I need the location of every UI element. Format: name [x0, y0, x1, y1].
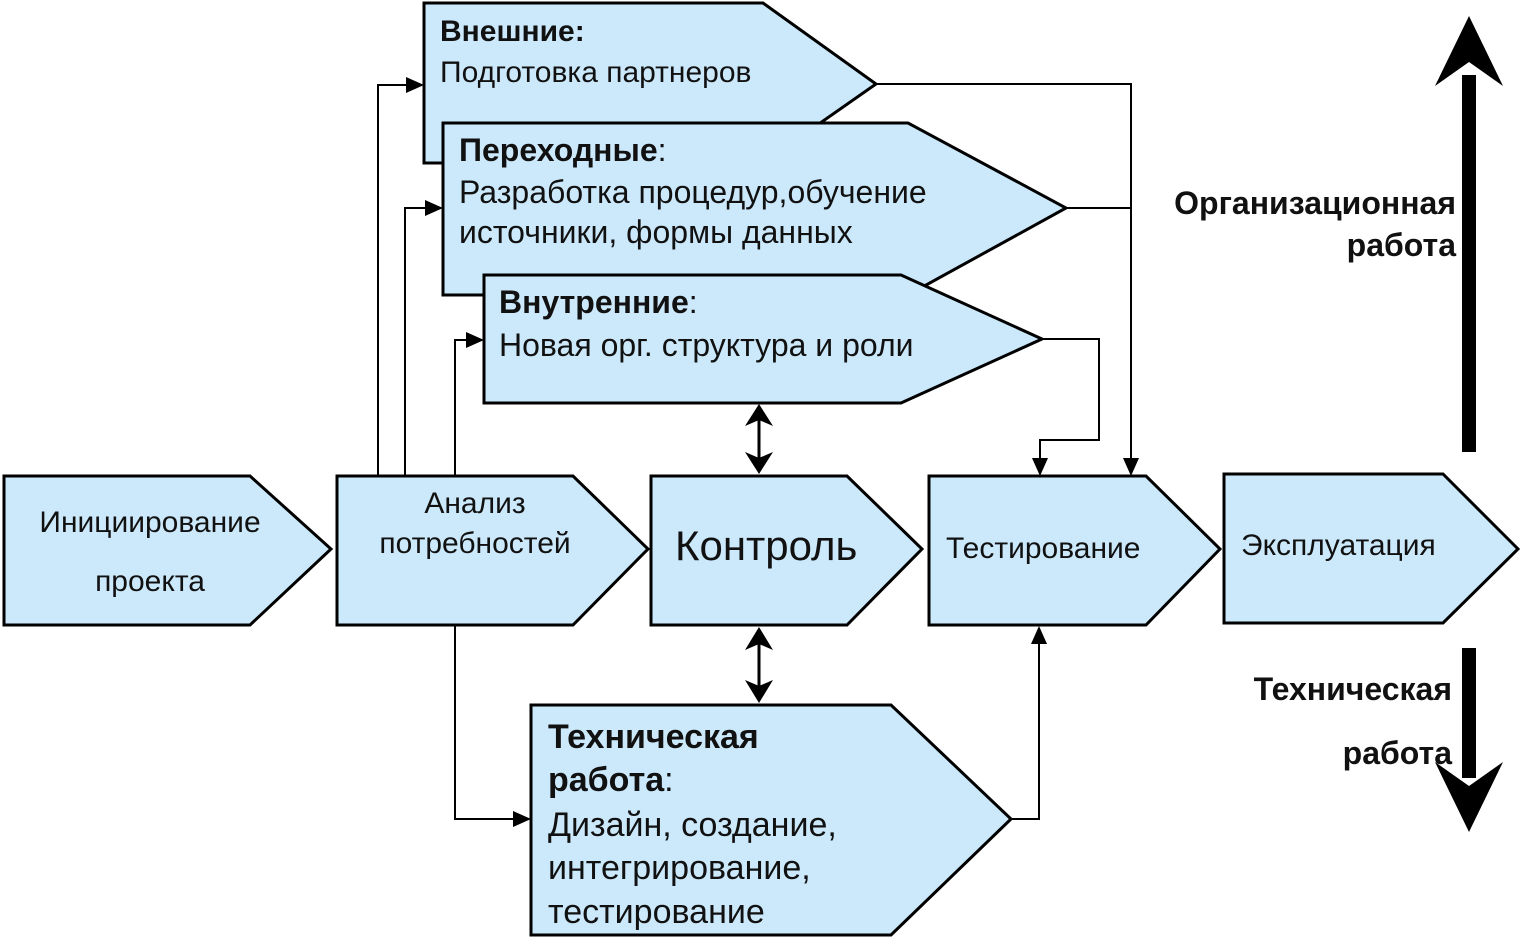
transitional-colon: :: [657, 132, 667, 168]
arrowhead-testing-top: [1123, 458, 1139, 476]
external-text: Подготовка партнеров: [440, 56, 752, 89]
initiation-line1: Инициирование: [39, 506, 261, 539]
analysis-box[interactable]: [335, 474, 651, 627]
arrowhead-up-internal: [745, 404, 773, 426]
org-work-line2: работа: [1346, 227, 1456, 263]
analysis-line2: потребностей: [379, 527, 571, 560]
operation-label: Эксплуатация: [1241, 529, 1436, 562]
connector-external-testing: [876, 83, 1132, 460]
technical-line3: тестирование: [548, 893, 765, 931]
technical-title2-line: работа:: [548, 758, 674, 802]
arrowhead-technical: [513, 811, 531, 827]
tech-work-line1: Техническая: [1253, 671, 1452, 707]
control-label: Контроль: [675, 522, 858, 569]
arrowhead-testing-bottom: [1031, 626, 1047, 644]
analysis-line1: Анализ: [424, 487, 526, 520]
internal-box[interactable]: [482, 273, 1046, 405]
org-work-line1: Организационная: [1174, 185, 1456, 221]
internal-colon: :: [688, 284, 698, 320]
arrowhead-external: [406, 77, 424, 93]
technical-line1: Дизайн, создание,: [548, 806, 837, 844]
testing-box[interactable]: [927, 474, 1223, 627]
initiation-line2: проекта: [95, 565, 205, 598]
arrowhead-down-control: [745, 452, 773, 474]
connector-technical-testing: [1011, 643, 1040, 820]
arrowhead-internal: [466, 332, 484, 348]
initiation-box[interactable]: [2, 474, 334, 627]
connector-analysis-internal: [454, 339, 468, 476]
transitional-box[interactable]: [441, 121, 1070, 297]
control-box[interactable]: [649, 474, 925, 627]
external-title: Внешние:: [440, 15, 585, 48]
transitional-title: Переходные: [459, 132, 658, 168]
tech-arrow-shaft: [1462, 648, 1476, 778]
technical-box[interactable]: [529, 703, 1014, 937]
internal-title: Внутренние: [499, 284, 689, 320]
transitional-title-line: Переходные:: [459, 129, 667, 171]
transitional-line1: Разработка процедур,обучение: [459, 174, 927, 210]
arrowhead-down-technical: [745, 680, 773, 703]
technical-title2: работа: [548, 761, 665, 799]
arrowhead-testing-internal: [1032, 458, 1048, 476]
technical-colon: :: [664, 761, 674, 799]
technical-title1: Техническая: [548, 718, 759, 756]
tech-arrow-head: [1435, 762, 1503, 832]
technical-line2: интегрирование,: [548, 849, 811, 887]
internal-title-line: Внутренние:: [499, 281, 698, 323]
org-arrow-shaft: [1462, 75, 1476, 452]
arrowhead-up-control: [745, 627, 773, 650]
connector-analysis-transitional: [404, 207, 427, 476]
operation-box[interactable]: [1222, 472, 1521, 625]
connector-internal-testing: [1039, 338, 1100, 460]
testing-label: Тестирование: [946, 532, 1141, 565]
connector-analysis-technical: [454, 625, 515, 820]
arrowhead-transitional: [425, 200, 443, 216]
connector-analysis-external: [377, 84, 408, 476]
org-arrow-head: [1435, 16, 1503, 86]
transitional-line2: источники, формы данных: [459, 214, 853, 250]
internal-text: Новая орг. структура и роли: [499, 327, 914, 363]
tech-work-line2: работа: [1342, 735, 1452, 771]
